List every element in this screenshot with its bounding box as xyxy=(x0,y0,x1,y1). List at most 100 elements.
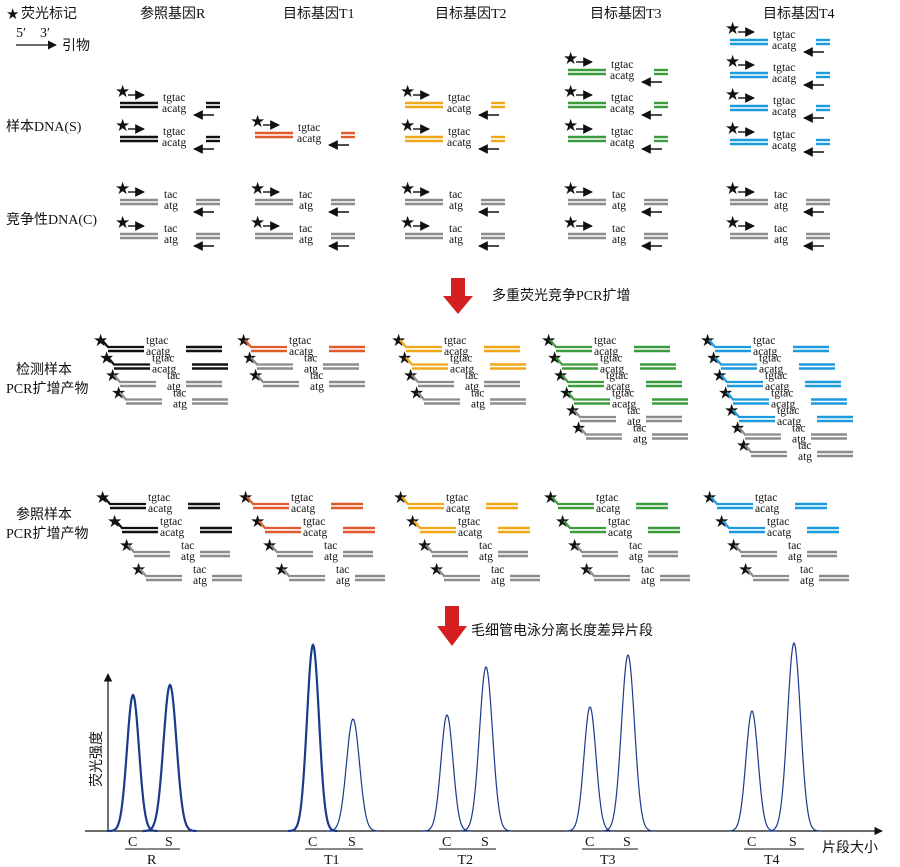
seq-top: tgtac xyxy=(611,126,633,138)
fluor-star-icon: ★ xyxy=(725,119,740,138)
seq-bottom: acatg xyxy=(447,137,472,149)
seq-bottom: acatg xyxy=(608,527,633,539)
seq-bottom: acatg xyxy=(772,140,797,152)
group-label-T1: T1 xyxy=(324,853,340,867)
seq-bottom: acatg xyxy=(291,503,316,515)
row-label-ref-2: PCR扩增产物 xyxy=(6,526,88,542)
fluor-star-icon: ★ xyxy=(115,179,130,198)
strand xyxy=(732,409,775,419)
seq-top: tac xyxy=(633,423,646,435)
fluor-star-icon: ★ xyxy=(563,179,578,198)
row-labels: 样本DNA(S) 竞争性DNA(C) 检测样本 PCR扩增产物 参照样本 PCR… xyxy=(6,119,97,542)
fluor-star-icon: ★ xyxy=(571,419,586,438)
fluor-star-icon: ★ xyxy=(725,85,740,104)
peak-label-C: C xyxy=(128,835,137,850)
fluor-star-icon: ★ xyxy=(547,349,562,368)
seq-top: tgtac xyxy=(777,405,799,417)
strand xyxy=(738,426,781,436)
fluor-star-icon: ★ xyxy=(107,512,122,531)
seq-bottom: atg xyxy=(164,234,178,246)
seq-bottom: atg xyxy=(167,381,181,393)
fluor-star-icon: ★ xyxy=(393,488,408,507)
fluor-star-icon: ★ xyxy=(250,112,265,131)
seq-bottom: atg xyxy=(774,234,788,246)
row-label-detect-2: PCR扩增产物 xyxy=(6,381,88,397)
seq-top: tac xyxy=(774,189,787,201)
fluor-star-icon: ★ xyxy=(417,536,432,555)
seq-top: tgtac xyxy=(163,126,185,138)
fluor-star-icon: ★ xyxy=(400,82,415,101)
peak-label-S: S xyxy=(623,835,631,850)
strand xyxy=(413,520,456,530)
fluor-star-icon: ★ xyxy=(238,488,253,507)
seq-bottom: acatg xyxy=(777,416,802,428)
seq-top: tgtac xyxy=(594,335,616,347)
seq-bottom: acatg xyxy=(594,346,619,358)
fluor-star-icon: ★ xyxy=(105,366,120,385)
fluor-star-icon: ★ xyxy=(400,179,415,198)
seq-bottom: acatg xyxy=(450,364,475,376)
seq-bottom: atg xyxy=(336,575,350,587)
fluor-star-icon: ★ xyxy=(409,384,424,403)
strand xyxy=(563,520,606,530)
seq-bottom: acatg xyxy=(606,381,631,393)
seq-top: tgtac xyxy=(446,492,468,504)
strand xyxy=(250,356,293,366)
peak-S-R xyxy=(142,683,197,833)
peak-label-S: S xyxy=(789,835,797,850)
seq-top: tgtac xyxy=(160,516,182,528)
peak-C-R xyxy=(107,693,158,833)
peak-S-T3 xyxy=(600,653,655,832)
seq-bottom: atg xyxy=(792,434,806,446)
seq-bottom: atg xyxy=(299,200,313,212)
seq-top: tac xyxy=(167,370,180,382)
seq-bottom: atg xyxy=(310,381,324,393)
strand xyxy=(549,339,592,349)
strand xyxy=(573,409,616,419)
seq-top: tac xyxy=(299,189,312,201)
seq-top: tgtac xyxy=(612,388,634,400)
strand xyxy=(746,568,789,578)
peak-label-S: S xyxy=(481,835,489,850)
strand xyxy=(708,339,751,349)
seq-top: tac xyxy=(465,370,478,382)
detect-products-T4: ★tgtacacatg★tgtacacatg★tgtacacatg★tgtaca… xyxy=(700,331,853,463)
step-1: 多重荧光竞争PCR扩增 xyxy=(443,278,630,314)
fluor-star-icon: ★ xyxy=(262,536,277,555)
seq-top: tac xyxy=(173,388,186,400)
seq-bottom: acatg xyxy=(447,103,472,115)
fluor-star-icon: ★ xyxy=(579,560,594,579)
step-2-label: 毛细管电泳分离长度差异片段 xyxy=(471,622,653,639)
group-label-R: R xyxy=(147,853,157,867)
col-header-T3: 目标基因T3 xyxy=(590,5,662,22)
